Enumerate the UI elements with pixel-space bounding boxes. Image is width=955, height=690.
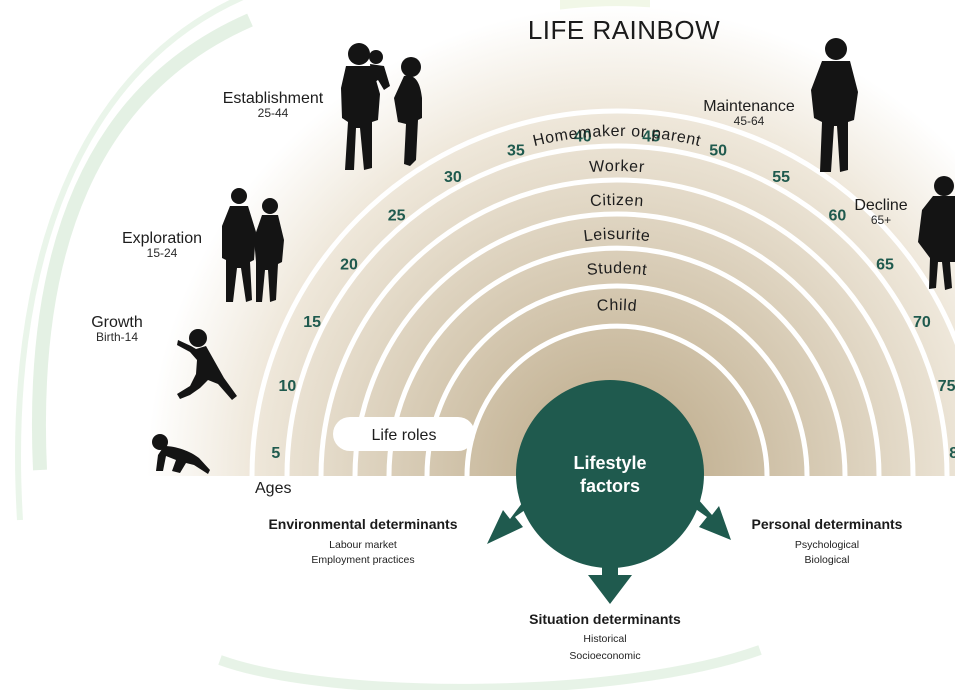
- lifestyle-factors-node: Lifestyle factors: [516, 380, 704, 568]
- determinant-item: Labour market: [329, 539, 397, 551]
- age-tick-label: 40: [574, 129, 592, 146]
- role-label: Student: [586, 260, 648, 279]
- age-tick-label: 70: [913, 314, 931, 331]
- stage-label: Exploration: [122, 230, 202, 247]
- determinant-item: Historical: [583, 633, 626, 645]
- diagram-title: LIFE RAINBOW: [528, 15, 720, 45]
- role-label: Citizen: [590, 192, 645, 210]
- determinant-title: Situation determinants: [529, 611, 681, 627]
- age-tick-label: 25: [388, 208, 406, 225]
- determinant-item: Biological: [805, 554, 850, 566]
- crawling-baby-icon: [152, 434, 210, 474]
- age-tick-label: 15: [303, 314, 321, 331]
- age-tick-label: 80: [949, 445, 955, 462]
- age-tick-label: 20: [340, 257, 358, 274]
- stage-label: Maintenance: [703, 98, 795, 115]
- arrow-icon: [588, 548, 632, 604]
- role-band-arc: [386, 245, 848, 476]
- center-line2: factors: [580, 476, 640, 496]
- stage-label: Establishment: [223, 90, 324, 107]
- role-band-arc: [284, 143, 950, 476]
- stage-label: Decline: [854, 197, 907, 214]
- determinant-title: Personal determinants: [752, 516, 903, 532]
- running-child-icon: [177, 329, 237, 400]
- age-scale: 5 10 15 20 25 30 35 40 45 50 55 60 65 70 75 80: [271, 129, 955, 462]
- center-line1: Lifestyle: [573, 453, 646, 473]
- determinant-title: Environmental determinants: [268, 516, 457, 532]
- stage-exploration: Exploration 15-24: [122, 230, 202, 260]
- age-tick-label: 5: [271, 445, 280, 462]
- stage-range: 65+: [871, 213, 891, 227]
- family-icon: [341, 43, 422, 170]
- stage-range: Birth-14: [96, 330, 138, 344]
- determinant-item: Psychological: [795, 539, 859, 551]
- age-tick-label: 10: [279, 378, 297, 395]
- determinant-item: Socioeconomic: [569, 650, 640, 662]
- stage-maintenance: Maintenance 45-64: [703, 98, 795, 128]
- age-tick-label: 50: [709, 142, 727, 159]
- stage-establishment: Establishment 25-44: [223, 90, 324, 120]
- determinant-item: Employment practices: [311, 554, 414, 566]
- role-band-arc: [352, 211, 882, 476]
- stage-decline: Decline 65+: [854, 197, 907, 227]
- teen-couple-icon: [222, 188, 284, 302]
- stage-range: 15-24: [147, 246, 178, 260]
- personal-determinants: Personal determinants Psychological Biol…: [752, 516, 903, 566]
- life-roles-label: Life roles: [372, 427, 437, 444]
- standing-man-icon: [811, 38, 858, 172]
- elderly-woman-icon: [918, 176, 955, 290]
- age-tick-label: 65: [876, 257, 894, 274]
- role-label: Child: [596, 297, 638, 315]
- ages-label: Ages: [255, 480, 291, 497]
- role-band-arc: [464, 323, 770, 476]
- stage-label: Growth: [91, 314, 143, 331]
- age-tick-label: 55: [772, 169, 790, 186]
- role-band-arc: [318, 177, 916, 476]
- age-tick-label: 35: [507, 142, 525, 159]
- life-roles-tag: Life roles: [333, 417, 475, 451]
- role-arcs: [249, 108, 955, 476]
- stage-growth: Growth Birth-14: [91, 314, 143, 344]
- role-band-arc: [249, 108, 955, 476]
- role-label: Worker: [589, 158, 646, 176]
- age-tick-label: 45: [642, 129, 660, 146]
- age-tick-label: 30: [444, 169, 462, 186]
- environmental-determinants: Environmental determinants Labour market…: [268, 516, 457, 566]
- role-label: Leisurite: [583, 226, 652, 245]
- stage-range: 45-64: [734, 114, 765, 128]
- role-band-arc: [424, 283, 810, 476]
- age-tick-label: 60: [829, 208, 847, 225]
- age-tick-label: 75: [938, 378, 955, 395]
- stage-range: 25-44: [258, 106, 289, 120]
- situation-determinants: Situation determinants Historical Socioe…: [529, 611, 681, 662]
